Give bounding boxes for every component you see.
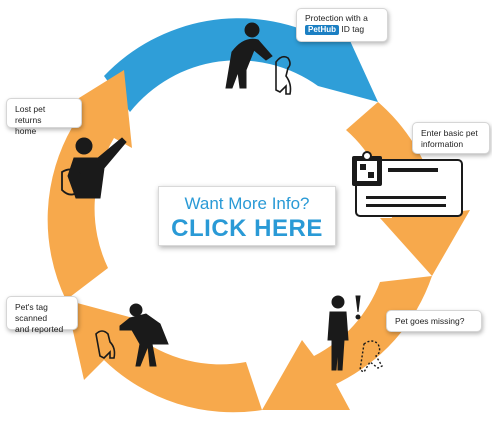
- step-label-missing: Pet goes missing?: [386, 310, 482, 332]
- pet-id-card-icon: [352, 151, 463, 217]
- step-label-text: and reported: [15, 324, 64, 334]
- more-info-heading: Want More Info?: [184, 194, 310, 213]
- step-label-enter-info: Enter basic pet information: [412, 122, 490, 154]
- step-label-protection: Protection with a PetHub ID tag: [296, 8, 388, 42]
- step-label-text: information: [421, 139, 464, 149]
- person-tagging-dog-icon: [225, 22, 292, 95]
- step-label-text: Pet's tag scanned: [15, 302, 48, 323]
- step-label-text: home: [15, 126, 37, 136]
- step-label-scanned: Pet's tag scanned and reported: [6, 296, 78, 334]
- person-with-exclamation-icon: [327, 295, 383, 373]
- person-scanning-dog-icon: [95, 303, 169, 367]
- step-label-text: Enter basic pet: [421, 128, 478, 138]
- step-label-text: Pet goes missing?: [395, 316, 465, 326]
- step-label-text: Protection with a: [305, 13, 368, 23]
- step-label-returns: Lost pet returns home: [6, 98, 82, 136]
- step-label-text: ID tag: [341, 24, 365, 34]
- cycle-arrow-missing: [262, 276, 432, 410]
- step-label-text: Lost pet returns: [15, 104, 46, 125]
- more-info-button[interactable]: Want More Info? CLICK HERE: [158, 186, 336, 246]
- person-holding-dog-icon: [61, 137, 127, 199]
- click-here-link[interactable]: CLICK HERE: [171, 215, 323, 242]
- pethub-brand-badge: PetHub: [305, 25, 339, 35]
- cycle-arrow-scanned: [66, 300, 262, 413]
